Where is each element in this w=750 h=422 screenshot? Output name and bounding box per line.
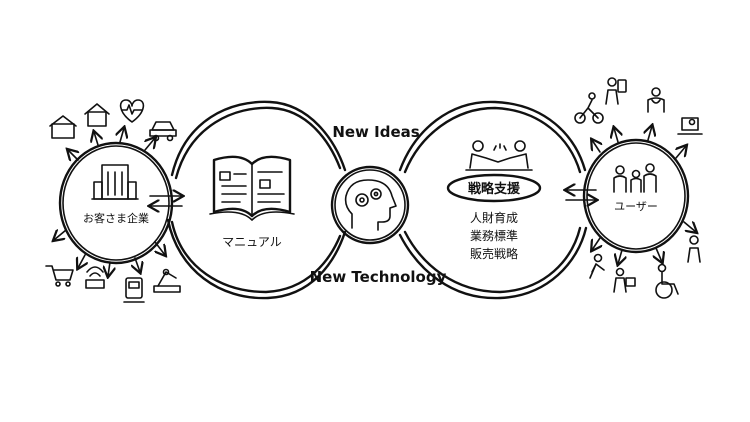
- school-icon: [49, 115, 77, 139]
- users-exchange-arrows: [566, 190, 596, 200]
- strategy-item-1: 人財育成: [470, 210, 518, 225]
- house-icon: [84, 103, 110, 127]
- users-node: ユーザー: [574, 77, 703, 299]
- office-building-icon: [91, 164, 139, 200]
- family-icon: [613, 163, 657, 193]
- strategy-item-3: 販売戦略: [470, 246, 518, 261]
- car-icon: [149, 121, 177, 142]
- clients-node: お客さま企業: [45, 99, 181, 303]
- manual-label: マニュアル: [222, 235, 282, 249]
- right-loop: [398, 100, 588, 300]
- users-label: ユーザー: [614, 200, 658, 213]
- person-with-phone-icon: [605, 77, 627, 105]
- clients-exchange-arrows: [150, 196, 182, 206]
- users-rays: [592, 126, 696, 264]
- doctor-icon: [647, 87, 665, 113]
- left-loop-echo: [170, 106, 342, 294]
- new-ideas-label: New Ideas: [332, 123, 419, 141]
- child-playing-icon: [589, 253, 605, 279]
- new-technology-label: New Technology: [310, 268, 447, 286]
- clients-label: お客さま企業: [83, 211, 149, 225]
- handshake-icon: [465, 140, 533, 171]
- left-loop: [166, 100, 347, 300]
- delivery-person-icon: [613, 267, 636, 293]
- strategy-node: 戦略支援 人財育成 業務標準 販売戦略: [446, 140, 542, 261]
- strategy-item-2: 業務標準: [470, 228, 518, 243]
- center-node: [330, 165, 410, 245]
- person-icon: [687, 235, 701, 263]
- factory-robot-icon: [153, 268, 181, 293]
- cyclist-icon: [574, 92, 604, 124]
- train-icon: [123, 277, 145, 303]
- strategy-label: 戦略支援: [468, 181, 521, 197]
- right-loop-echo: [403, 106, 582, 294]
- wifi-router-icon: [85, 266, 105, 289]
- manual-book-icon: [209, 155, 295, 221]
- computer-user-icon: [677, 117, 703, 135]
- head-gears-icon: [344, 179, 397, 231]
- heart-pulse-icon: [119, 99, 145, 123]
- clients-rays: [54, 128, 165, 276]
- shopping-cart-icon: [45, 265, 74, 287]
- wheelchair-user-icon: [655, 263, 679, 299]
